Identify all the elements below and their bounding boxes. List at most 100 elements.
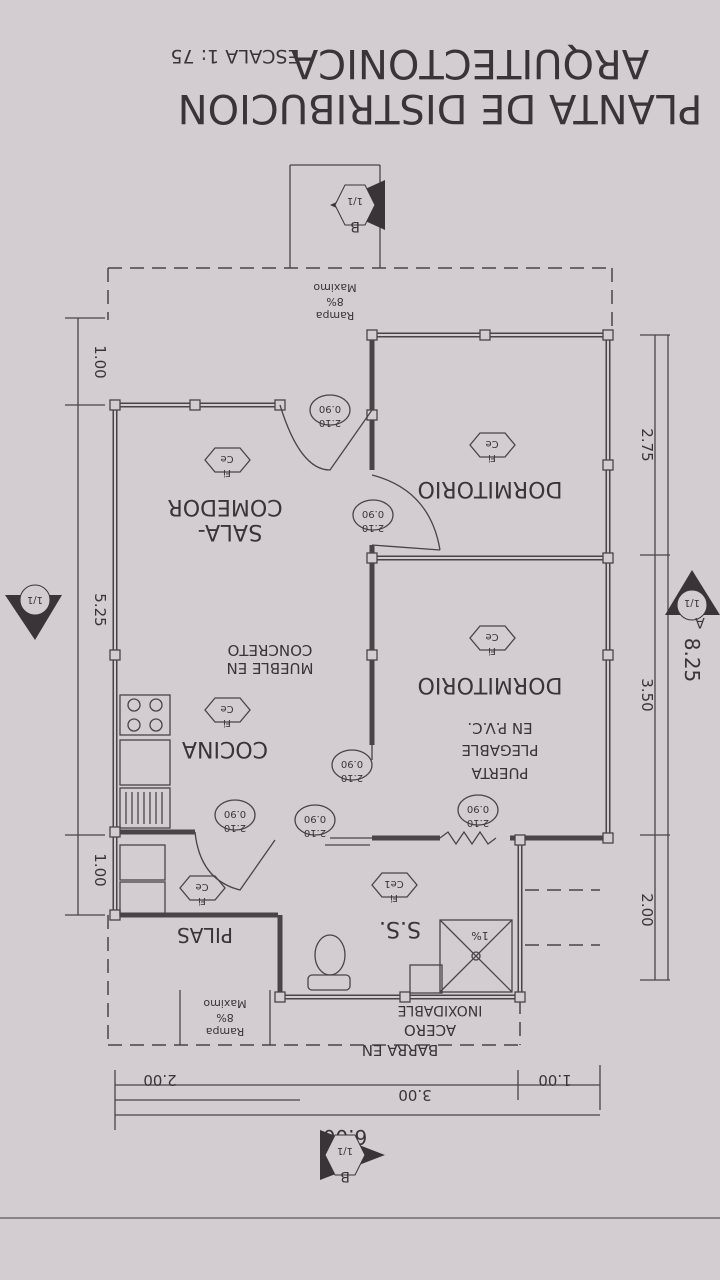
note-rampa: 8%	[326, 295, 343, 308]
note-barra: INOXIDABLE	[398, 1002, 483, 1018]
door-swing	[194, 831, 276, 891]
svg-text:0.90: 0.90	[467, 803, 489, 814]
sink-icon	[119, 739, 171, 786]
svg-text:0.90: 0.90	[304, 813, 326, 824]
svg-text:Ce: Ce	[195, 881, 208, 892]
note-rampa: Maximo	[313, 281, 357, 294]
svg-text:A: A	[30, 611, 40, 627]
dim-bottom-3: 1.00	[538, 1071, 571, 1089]
dimension-lines	[65, 317, 670, 1130]
room-comedor: COMEDOR	[167, 494, 282, 519]
finish-tag: Fi Ce	[179, 875, 226, 906]
svg-text:2.10: 2.10	[341, 772, 363, 783]
labels: PLANTA DE DISTRIBUCION ARQUITECTONICA ES…	[5, 40, 720, 1184]
svg-text:Ce: Ce	[220, 703, 233, 714]
svg-text:0.90: 0.90	[362, 508, 384, 519]
svg-text:B: B	[350, 218, 360, 234]
toilet-icon	[314, 934, 346, 976]
dim-right-2: 3.50	[638, 678, 656, 711]
room-dormitorio-2: DORMITORIO	[418, 672, 563, 697]
door-tag: 2.10 0.90	[294, 804, 336, 838]
slope-label: 1%	[471, 929, 488, 942]
dim-left-3: 1.00	[91, 853, 109, 886]
finish-tag: Fi Ce	[204, 697, 251, 728]
dim-left-2: 5.25	[91, 593, 109, 626]
svg-text:2.10: 2.10	[467, 817, 489, 828]
note-rampa: Maximo	[203, 997, 247, 1010]
laundry-sink-icon	[119, 844, 166, 881]
svg-text:2.10: 2.10	[304, 827, 326, 838]
svg-text:Fi: Fi	[198, 895, 206, 906]
room-ss: S.S.	[379, 916, 421, 941]
laundry-sink-icon	[119, 881, 166, 916]
door-tag: 2.10 0.90	[352, 499, 394, 533]
eave-line	[525, 889, 600, 946]
svg-text:Fi: Fi	[488, 452, 496, 463]
drainboard-icon	[119, 787, 171, 829]
svg-text:2.10: 2.10	[224, 822, 246, 833]
note-puerta: PUERTA	[471, 764, 529, 782]
doors	[194, 404, 497, 891]
walls	[109, 329, 614, 1003]
section-marker-b-top: B 1/1	[330, 180, 385, 234]
svg-text:B: B	[340, 1168, 350, 1184]
dim-right-3: 2.00	[638, 893, 656, 926]
svg-text:Ce: Ce	[220, 453, 233, 464]
svg-text:0.90: 0.90	[319, 403, 341, 414]
section-marker-a-right: A 1/1	[665, 570, 720, 630]
door-tag: 2.10 0.90	[214, 799, 256, 833]
note-rampa: Rampa	[316, 309, 355, 322]
svg-text:1/1: 1/1	[27, 594, 43, 605]
folding-door	[439, 830, 497, 846]
dim-bottom-2: 3.00	[398, 1086, 431, 1104]
svg-text:Fi: Fi	[223, 467, 231, 478]
svg-text:Ce1: Ce1	[384, 878, 404, 889]
section-marker-a-left: A 1/1	[5, 584, 62, 640]
svg-text:Ce: Ce	[485, 438, 498, 449]
lavatory-icon	[409, 964, 443, 994]
note-puerta: EN P.V.C.	[467, 719, 532, 737]
dim-bottom-1: 2.00	[143, 1071, 176, 1089]
door-swing	[279, 404, 373, 471]
note-barra: ACERO	[404, 1021, 456, 1039]
svg-text:1/1: 1/1	[347, 195, 363, 206]
svg-text:1/1: 1/1	[684, 597, 700, 608]
door-tag: 2.10 0.90	[457, 794, 499, 828]
door-opening	[325, 745, 420, 846]
svg-text:Fi: Fi	[223, 717, 231, 728]
room-dormitorio-1: DORMITORIO	[418, 476, 563, 501]
svg-text:0.90: 0.90	[224, 808, 246, 819]
note-puerta: PLEGABLE	[462, 741, 539, 759]
svg-text:2.10: 2.10	[362, 522, 384, 533]
note-mueble: MUEBLE EN	[227, 659, 314, 677]
note-barra: BARRA EN	[362, 1041, 439, 1059]
room-pilas: PILAS	[177, 923, 233, 947]
door-tag: 2.10 0.90	[331, 749, 373, 783]
svg-text:2.10: 2.10	[319, 417, 341, 428]
dim-left-1: 1.00	[91, 345, 109, 378]
note-rampa: Rampa	[206, 1025, 245, 1038]
svg-text:1/1: 1/1	[337, 1145, 353, 1156]
shower-icon	[439, 919, 513, 993]
title-line1: PLANTA DE DISTRIBUCION	[178, 85, 703, 131]
finish-tag: Fi Ce1	[371, 872, 418, 903]
svg-text:Fi: Fi	[390, 892, 398, 903]
dim-right-1: 2.75	[638, 428, 656, 461]
note-mueble: CONCRETO	[228, 641, 313, 659]
finish-tag: Fi Ce	[204, 447, 251, 478]
room-cocina: COCINA	[182, 736, 268, 761]
svg-text:A: A	[695, 614, 705, 630]
stove-icon	[119, 694, 171, 736]
fixtures	[119, 694, 513, 994]
title-line2: ARQUITECTONICA	[290, 40, 649, 86]
ramp-bottom	[179, 990, 271, 1045]
section-marker-b-bottom: B 1/1	[320, 1130, 385, 1184]
room-sala: SALA-	[198, 519, 263, 544]
svg-text:Ce: Ce	[485, 631, 498, 642]
porch-outline	[107, 267, 613, 1046]
finish-tag: Fi Ce	[469, 625, 516, 656]
door-tag: 2.10 0.90	[309, 394, 351, 428]
finish-tag: Fi Ce	[469, 432, 516, 463]
